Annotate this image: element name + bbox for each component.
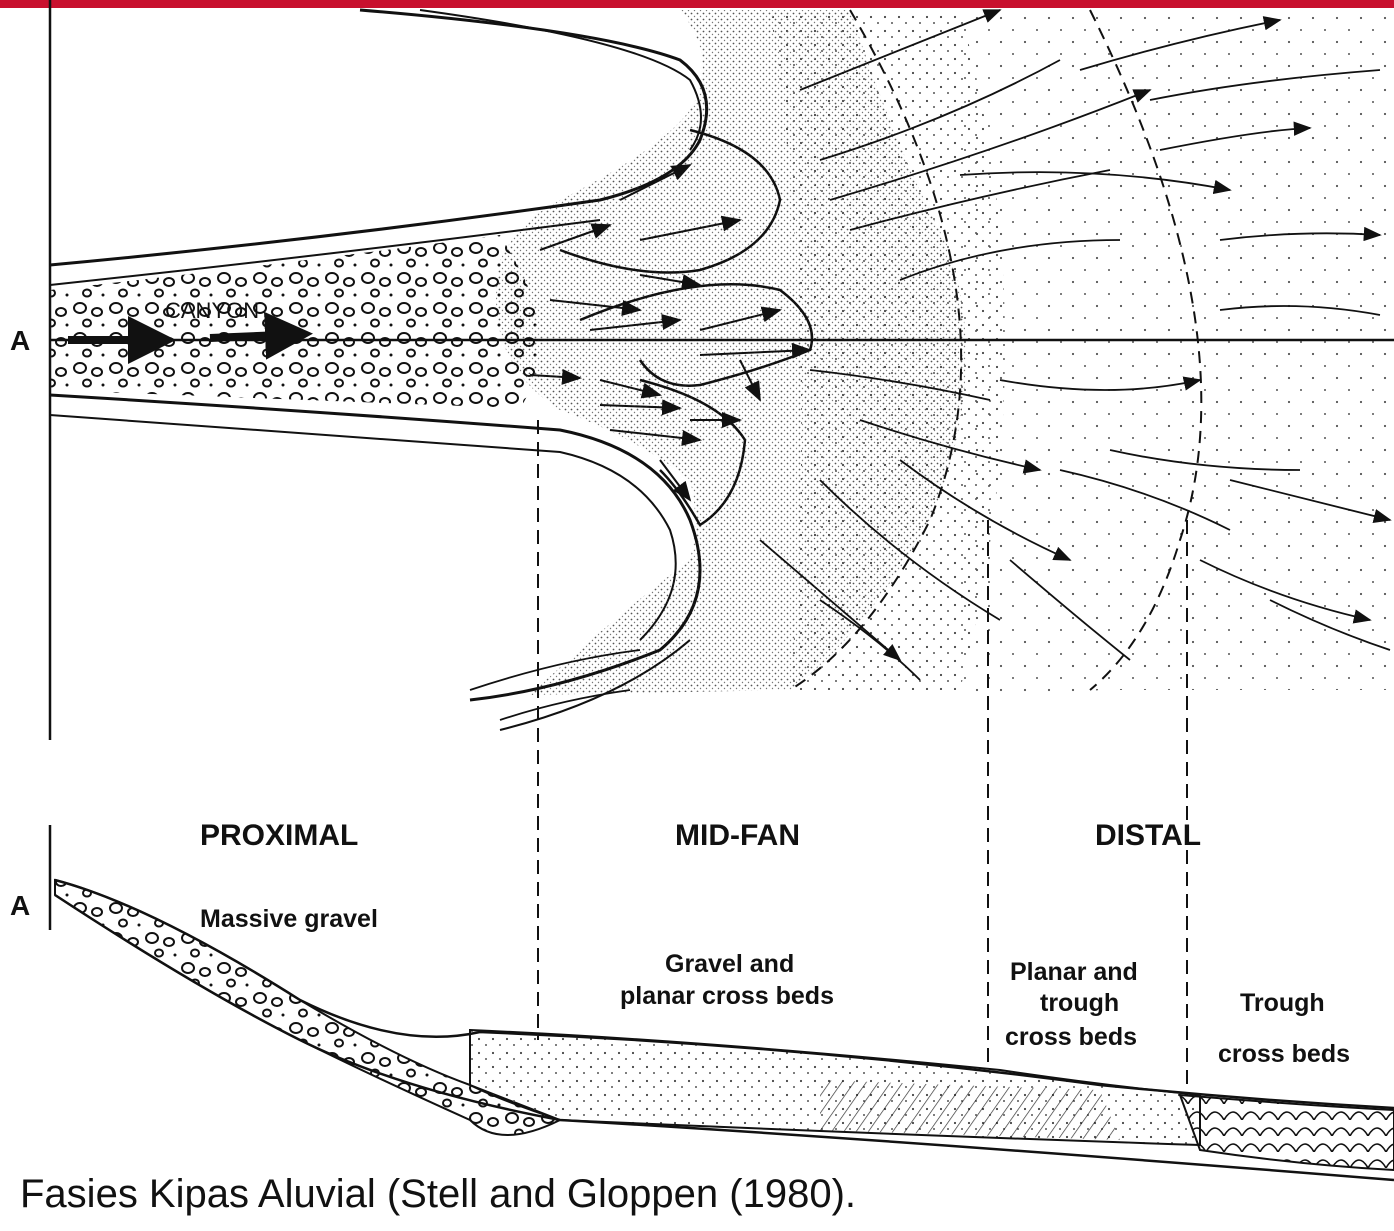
canyon-flow-arrow-2 [210,334,305,338]
distal-zone-fill [960,10,1394,695]
zone-label-proximal: PROXIMAL [200,819,358,852]
section-marker-profile: A [10,890,30,921]
zone-label-distal: DISTAL [1095,819,1201,852]
facies-gravel-planar-line2: planar cross beds [620,982,834,1010]
zone-label-mid-fan: MID-FAN [675,819,800,852]
facies-trough-line1: Trough [1240,989,1325,1017]
facies-gravel-planar-line1: Gravel and [665,950,794,978]
facies-massive-gravel: Massive gravel [200,905,378,933]
plan-view [50,0,1394,740]
facies-trough-line2: cross beds [1218,1040,1350,1068]
canyon-gravel-fill [50,235,540,408]
facies-planar-trough-line3: cross beds [1005,1023,1137,1051]
figure-caption: Fasies Kipas Aluvial (Stell and Gloppen … [20,1172,856,1217]
facies-planar-trough-line2: trough [1040,989,1119,1017]
facies-planar-trough-line1: Planar and [1010,958,1138,986]
canyon-label: CANYON [165,298,259,323]
section-marker-plan: A [10,325,30,356]
